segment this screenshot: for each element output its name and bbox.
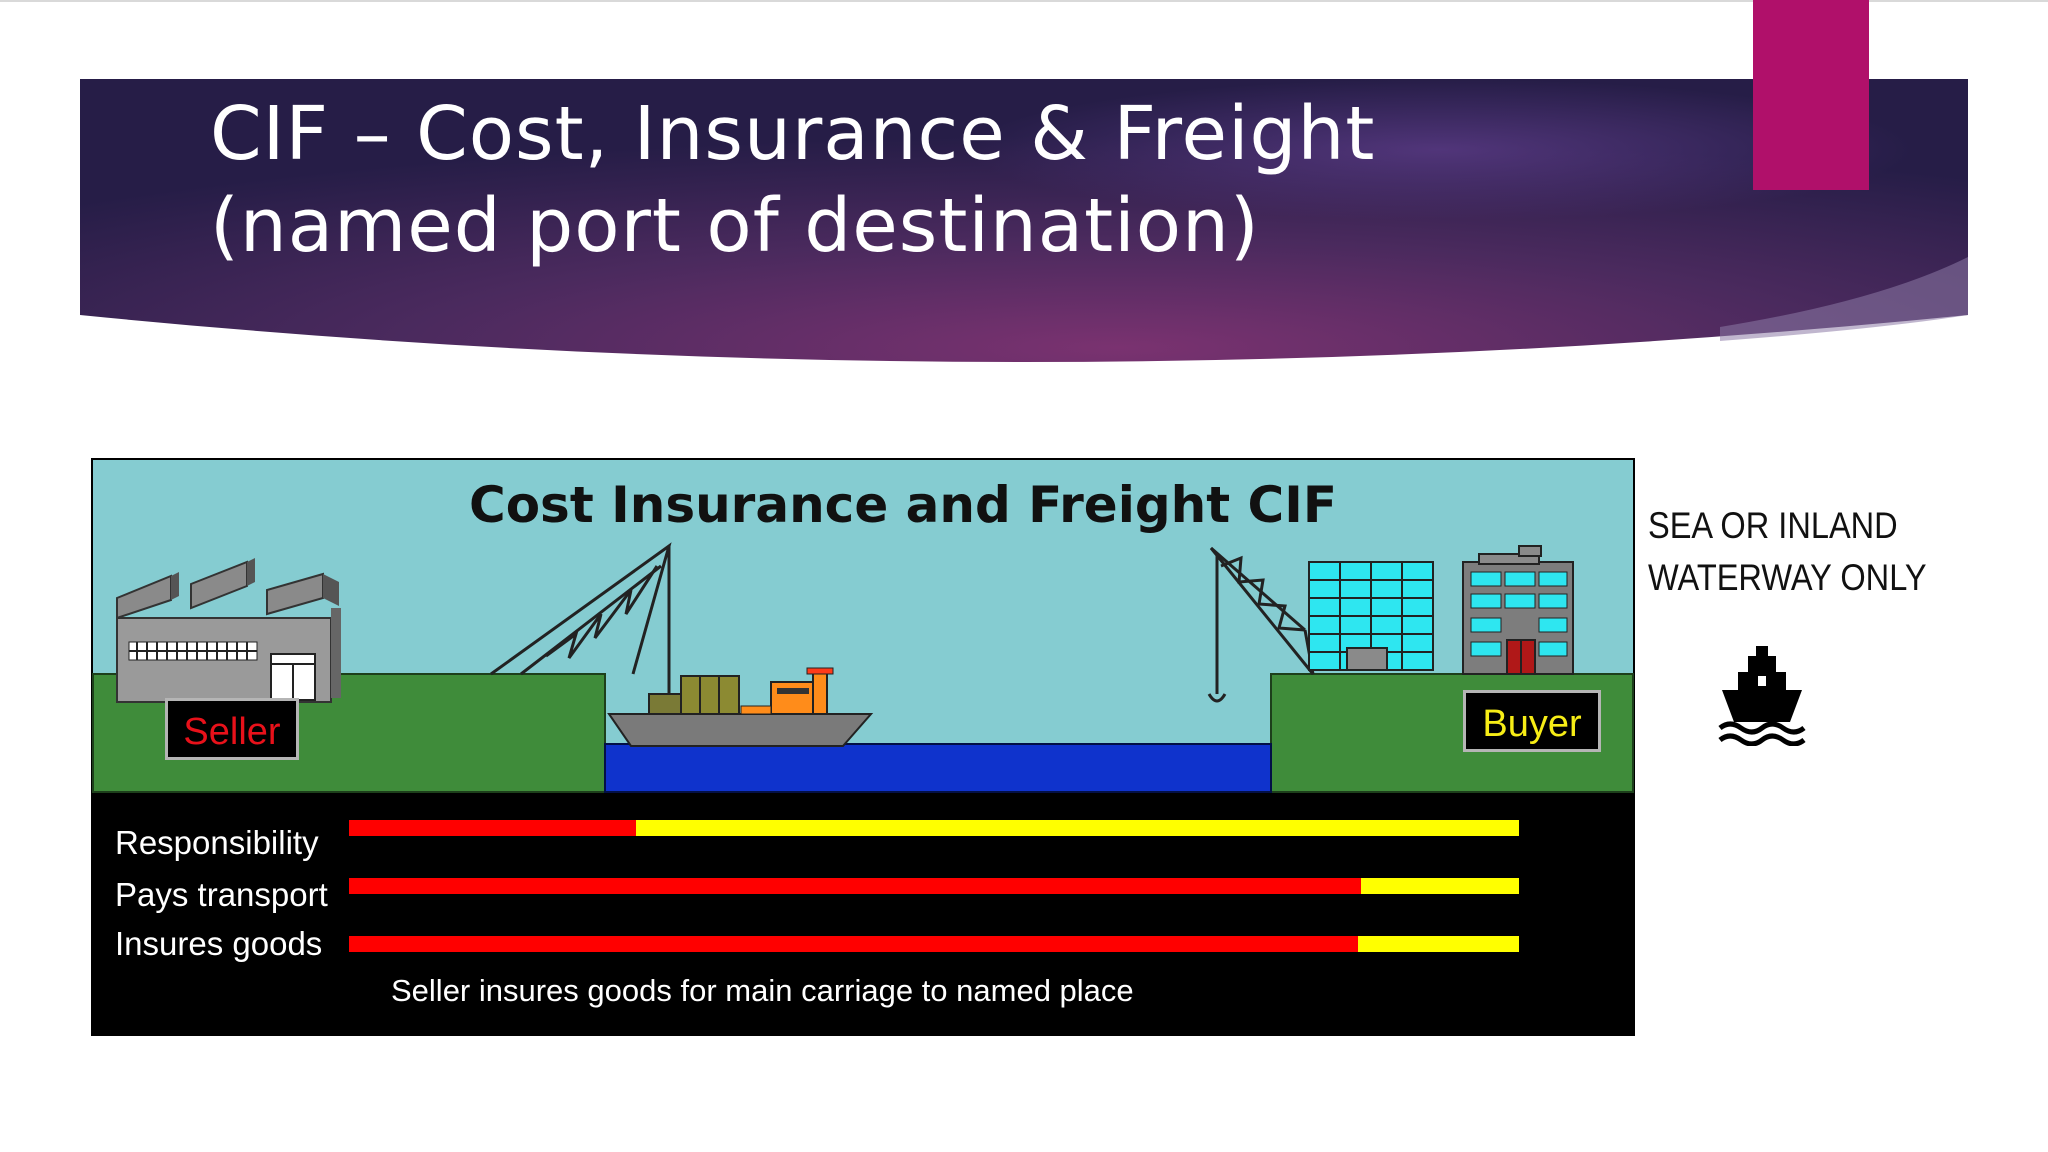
crane-right-icon bbox=[1207, 546, 1315, 703]
slide-title: CIF – Cost, Insurance & Freight (named p… bbox=[210, 88, 1375, 272]
ship-icon bbox=[1718, 646, 1806, 746]
transport-mode-note: SEA OR INLAND WATERWAY ONLY bbox=[1648, 500, 1927, 604]
title-line-1: CIF – Cost, Insurance & Freight bbox=[210, 91, 1376, 177]
row-label-insures-goods: Insures goods bbox=[115, 925, 323, 962]
top-border bbox=[0, 0, 2048, 2]
buyer-segment bbox=[1361, 878, 1519, 894]
seller-segment bbox=[349, 878, 1362, 894]
diagram-caption: Seller insures goods for main carriage t… bbox=[391, 973, 1134, 1008]
warehouse-building-icon bbox=[1462, 545, 1574, 675]
ship-illustration bbox=[607, 667, 874, 747]
insures-goods-bar bbox=[349, 936, 1519, 952]
cif-diagram: Cost Insurance and Freight CIF Seller Bu… bbox=[91, 458, 1635, 1036]
row-label-responsibility: Responsibility bbox=[115, 824, 319, 861]
buyer-segment bbox=[1357, 936, 1519, 952]
buyer-label: Buyer bbox=[1463, 690, 1601, 752]
diagram-scene bbox=[91, 458, 1635, 1036]
diagram-title: Cost Insurance and Freight CIF bbox=[469, 476, 1337, 534]
factory-icon bbox=[116, 558, 341, 703]
note-line-1: SEA OR INLAND bbox=[1648, 505, 1898, 546]
row-label-pays-transport: Pays transport bbox=[115, 876, 328, 913]
seller-label: Seller bbox=[165, 698, 299, 760]
pays-transport-bar bbox=[349, 878, 1519, 894]
buyer-segment bbox=[635, 820, 1519, 836]
note-line-2: WATERWAY ONLY bbox=[1648, 557, 1927, 598]
seller-segment bbox=[349, 820, 636, 836]
water bbox=[604, 743, 1272, 793]
accent-tab bbox=[1753, 0, 1869, 190]
responsibility-bar bbox=[349, 820, 1519, 836]
seller-segment bbox=[349, 936, 1358, 952]
crane-left-icon bbox=[490, 542, 679, 705]
title-banner bbox=[80, 79, 1968, 384]
office-building-icon bbox=[1308, 561, 1434, 671]
title-line-2: (named port of destination) bbox=[210, 183, 1260, 269]
banner-background bbox=[80, 79, 1968, 362]
